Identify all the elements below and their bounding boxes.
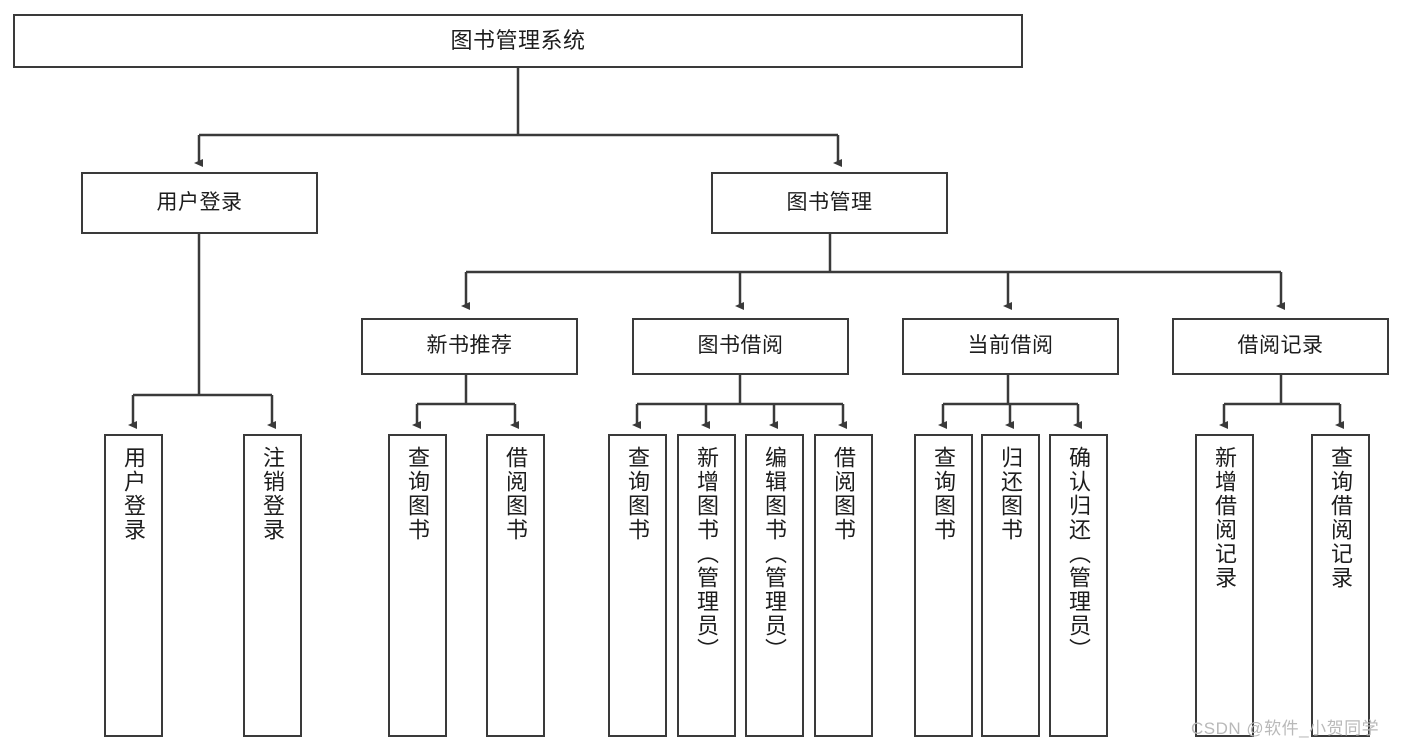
node-leaf-query-book-3[interactable]: 查询图书 <box>914 434 973 737</box>
node-leaf-query-book-2-label: 查询图书 <box>625 446 651 542</box>
node-leaf-confirm-return[interactable]: 确认归还（管理员） <box>1049 434 1108 737</box>
node-leaf-query-book-1[interactable]: 查询图书 <box>388 434 447 737</box>
node-leaf-user-logout-label: 注销登录 <box>260 446 286 542</box>
node-leaf-add-book-label: 新增图书（管理员） <box>694 446 720 662</box>
node-leaf-return-book[interactable]: 归还图书 <box>981 434 1040 737</box>
node-new-book-recommend[interactable]: 新书推荐 <box>361 318 578 375</box>
node-book-borrow[interactable]: 图书借阅 <box>632 318 849 375</box>
watermark: CSDN @软件_小贺同学 <box>1191 719 1380 738</box>
node-current-borrow[interactable]: 当前借阅 <box>902 318 1119 375</box>
node-leaf-query-book-1-label: 查询图书 <box>405 446 431 542</box>
node-borrow-record[interactable]: 借阅记录 <box>1172 318 1389 375</box>
node-book-borrow-label: 图书借阅 <box>697 334 784 358</box>
node-leaf-query-record[interactable]: 查询借阅记录 <box>1311 434 1370 737</box>
node-leaf-return-book-label: 归还图书 <box>998 446 1024 542</box>
node-leaf-borrow-book-1[interactable]: 借阅图书 <box>486 434 545 737</box>
node-book-manage-label: 图书管理 <box>786 190 873 214</box>
node-user-login-label: 用户登录 <box>156 190 243 214</box>
node-leaf-add-record[interactable]: 新增借阅记录 <box>1195 434 1254 737</box>
node-leaf-query-book-3-label: 查询图书 <box>931 446 957 542</box>
node-leaf-edit-book-label: 编辑图书（管理员） <box>762 446 788 662</box>
node-user-login[interactable]: 用户登录 <box>81 172 318 234</box>
node-leaf-query-book-2[interactable]: 查询图书 <box>608 434 667 737</box>
node-leaf-edit-book[interactable]: 编辑图书（管理员） <box>745 434 804 737</box>
node-root[interactable]: 图书管理系统 <box>13 14 1023 68</box>
node-leaf-add-record-label: 新增借阅记录 <box>1212 446 1238 590</box>
node-current-borrow-label: 当前借阅 <box>967 334 1054 358</box>
node-leaf-user-login-label: 用户登录 <box>121 446 147 542</box>
node-new-book-recommend-label: 新书推荐 <box>426 334 513 358</box>
node-leaf-confirm-return-label: 确认归还（管理员） <box>1066 446 1092 662</box>
node-borrow-record-label: 借阅记录 <box>1237 334 1324 358</box>
node-leaf-borrow-book-1-label: 借阅图书 <box>503 446 529 542</box>
node-leaf-add-book[interactable]: 新增图书（管理员） <box>677 434 736 737</box>
node-leaf-user-login[interactable]: 用户登录 <box>104 434 163 737</box>
node-root-label: 图书管理系统 <box>450 28 586 54</box>
node-book-manage[interactable]: 图书管理 <box>711 172 948 234</box>
node-leaf-query-record-label: 查询借阅记录 <box>1328 446 1354 590</box>
node-leaf-borrow-book-2-label: 借阅图书 <box>831 446 857 542</box>
node-leaf-user-logout[interactable]: 注销登录 <box>243 434 302 737</box>
node-leaf-borrow-book-2[interactable]: 借阅图书 <box>814 434 873 737</box>
